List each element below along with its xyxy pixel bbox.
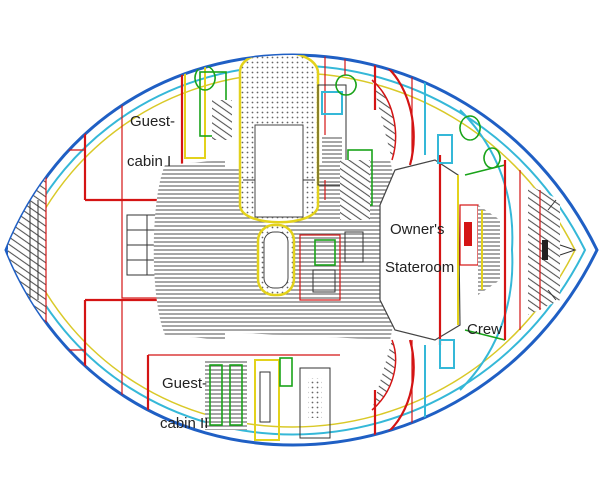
- saloon-table: [256, 223, 296, 297]
- label-guest-cabin-1-line1: Guest-: [130, 113, 175, 130]
- crew-quarters: [457, 109, 521, 391]
- room-labels: Guest- cabin I Guest- cabin II Owner's S…: [127, 113, 502, 432]
- stern-deck: [8, 120, 47, 380]
- bow-deck: [528, 185, 577, 315]
- saloon-settee: [238, 55, 320, 224]
- label-owners-line1: Owner's: [390, 221, 445, 238]
- label-guest-cabin-1-line2: cabin I: [127, 153, 171, 170]
- label-owners-line2: Stateroom: [385, 259, 454, 276]
- label-guest-cabin-2-line2: cabin II: [160, 415, 208, 432]
- label-guest-cabin-2-line1: Guest-: [162, 375, 207, 392]
- label-crew: Crew: [467, 321, 502, 338]
- nav-station: [299, 231, 364, 301]
- galley: [317, 55, 373, 220]
- owners-stateroom: [371, 55, 500, 445]
